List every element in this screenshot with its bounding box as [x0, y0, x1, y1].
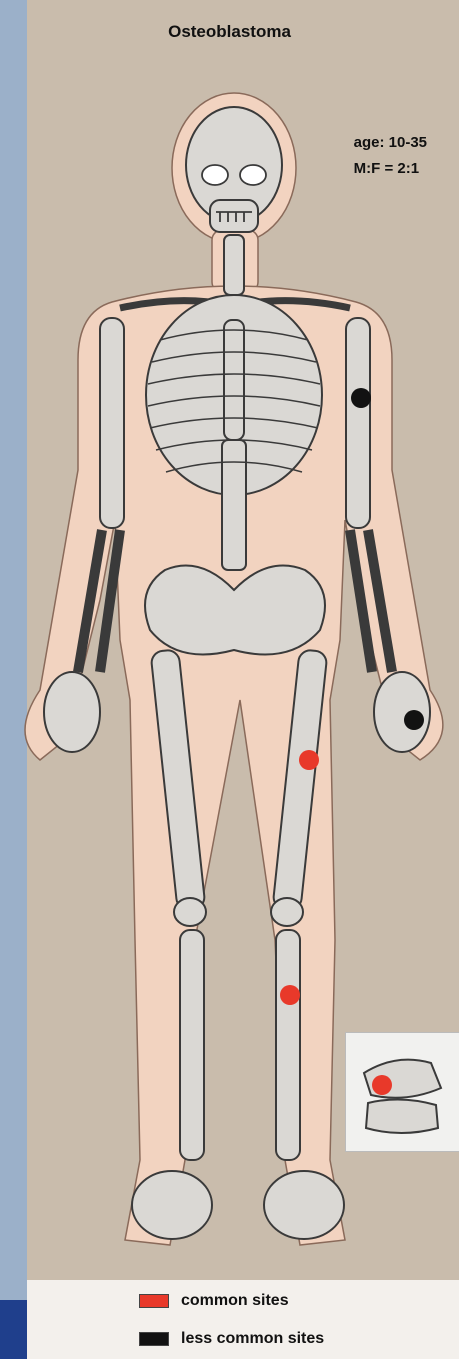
- right-hand: [44, 672, 100, 752]
- cervical-spine: [224, 235, 244, 295]
- left-foot: [264, 1171, 344, 1239]
- right-patella: [174, 898, 206, 926]
- lumbar-spine: [222, 440, 246, 570]
- right-humerus: [100, 318, 124, 528]
- legend-less-common-label: less common sites: [181, 1330, 324, 1348]
- black-square-icon: [139, 1332, 169, 1346]
- legend-common: common sites: [139, 1292, 289, 1310]
- jaw: [210, 200, 258, 232]
- right-tibia: [180, 930, 204, 1160]
- left-eye-socket: [240, 165, 266, 185]
- legend-common-label: common sites: [181, 1292, 289, 1310]
- left-humerus: [346, 318, 370, 528]
- less-common-site-marker-humerus: [351, 388, 371, 408]
- vertebra-illustration: [346, 1033, 459, 1151]
- legend-less-common: less common sites: [139, 1330, 324, 1348]
- common-site-marker-femur: [299, 750, 319, 770]
- left-tibia: [276, 930, 300, 1160]
- right-eye-socket: [202, 165, 228, 185]
- red-square-icon: [139, 1294, 169, 1308]
- common-site-marker-tibia: [280, 985, 300, 1005]
- right-foot: [132, 1171, 212, 1239]
- left-hand: [374, 672, 430, 752]
- sternum: [224, 320, 244, 440]
- left-patella: [271, 898, 303, 926]
- common-site-marker-spine: [372, 1075, 392, 1095]
- legend: common sites less common sites: [27, 1280, 459, 1359]
- vertebra-inset: [345, 1032, 459, 1152]
- less-common-site-marker-hand: [404, 710, 424, 730]
